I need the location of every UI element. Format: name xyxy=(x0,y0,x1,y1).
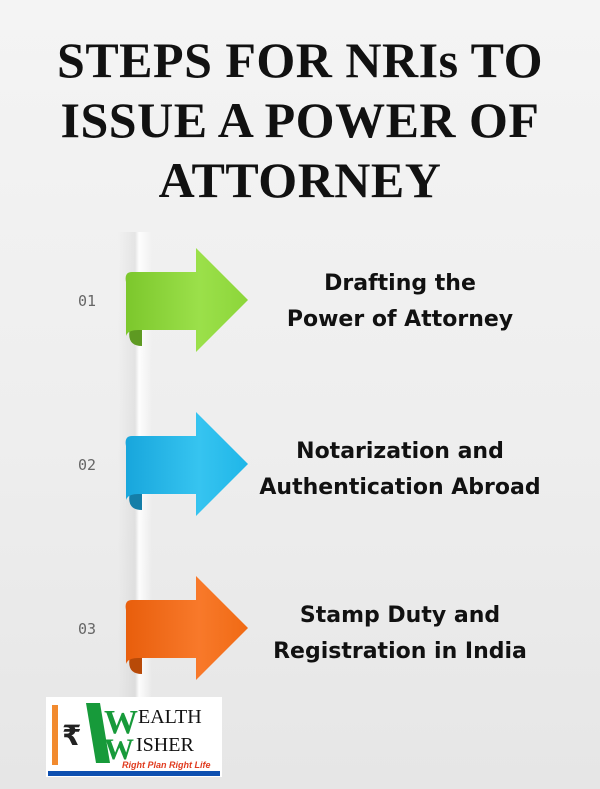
step-3-line-2: Registration in India xyxy=(273,639,527,664)
step-number-1: 01 xyxy=(77,292,97,310)
logo-blue-bar xyxy=(48,771,220,776)
step-arrow-3-icon xyxy=(124,576,254,680)
title-line-3: ATTORNEY xyxy=(158,152,442,208)
step-arrow-2-fold xyxy=(129,492,142,510)
step-arrow-2-body xyxy=(125,412,248,516)
step-arrow-3-body xyxy=(125,576,248,680)
step-1-line-1: Drafting the xyxy=(324,271,476,296)
step-1-line-2: Power of Attorney xyxy=(286,307,514,332)
step-arrow-1-body xyxy=(125,248,248,352)
wealth-wisher-logo: ₹ W EALTH W ISHER Right Plan Right Life xyxy=(46,697,222,777)
step-arrow-1-fold xyxy=(129,328,142,346)
logo-tagline: Right Plan Right Life xyxy=(122,760,211,770)
step-arrow-2-icon xyxy=(124,412,254,516)
page-title: STEPS FOR NRIs TO ISSUE A POWER OF ATTOR… xyxy=(0,30,600,210)
step-arrow-3-fold xyxy=(129,656,142,674)
logo-orange-bar xyxy=(52,705,58,765)
step-2-line-2: Authentication Abroad xyxy=(259,475,541,500)
step-number-2: 02 xyxy=(77,456,97,474)
step-label-2: Notarization and Authentication Abroad xyxy=(250,434,550,506)
step-label-3: Stamp Duty and Registration in India xyxy=(250,598,550,670)
step-arrow-1-icon xyxy=(124,248,254,352)
step-label-1: Drafting the Power of Attorney xyxy=(250,266,550,338)
logo-w-top: W xyxy=(104,704,138,741)
logo-word-isher: ISHER xyxy=(136,734,194,756)
title-line-2: ISSUE A POWER OF xyxy=(60,92,540,148)
step-2-line-1: Notarization and xyxy=(296,439,504,464)
logo-word-ealth: EALTH xyxy=(138,706,202,728)
logo-green-stroke xyxy=(86,703,110,763)
step-3-line-1: Stamp Duty and xyxy=(299,603,501,628)
logo-rupee-icon: ₹ xyxy=(62,719,81,752)
step-number-3: 03 xyxy=(77,620,97,638)
title-line-1: STEPS FOR NRIs TO xyxy=(57,32,543,88)
logo-w-bottom: W xyxy=(104,733,134,766)
